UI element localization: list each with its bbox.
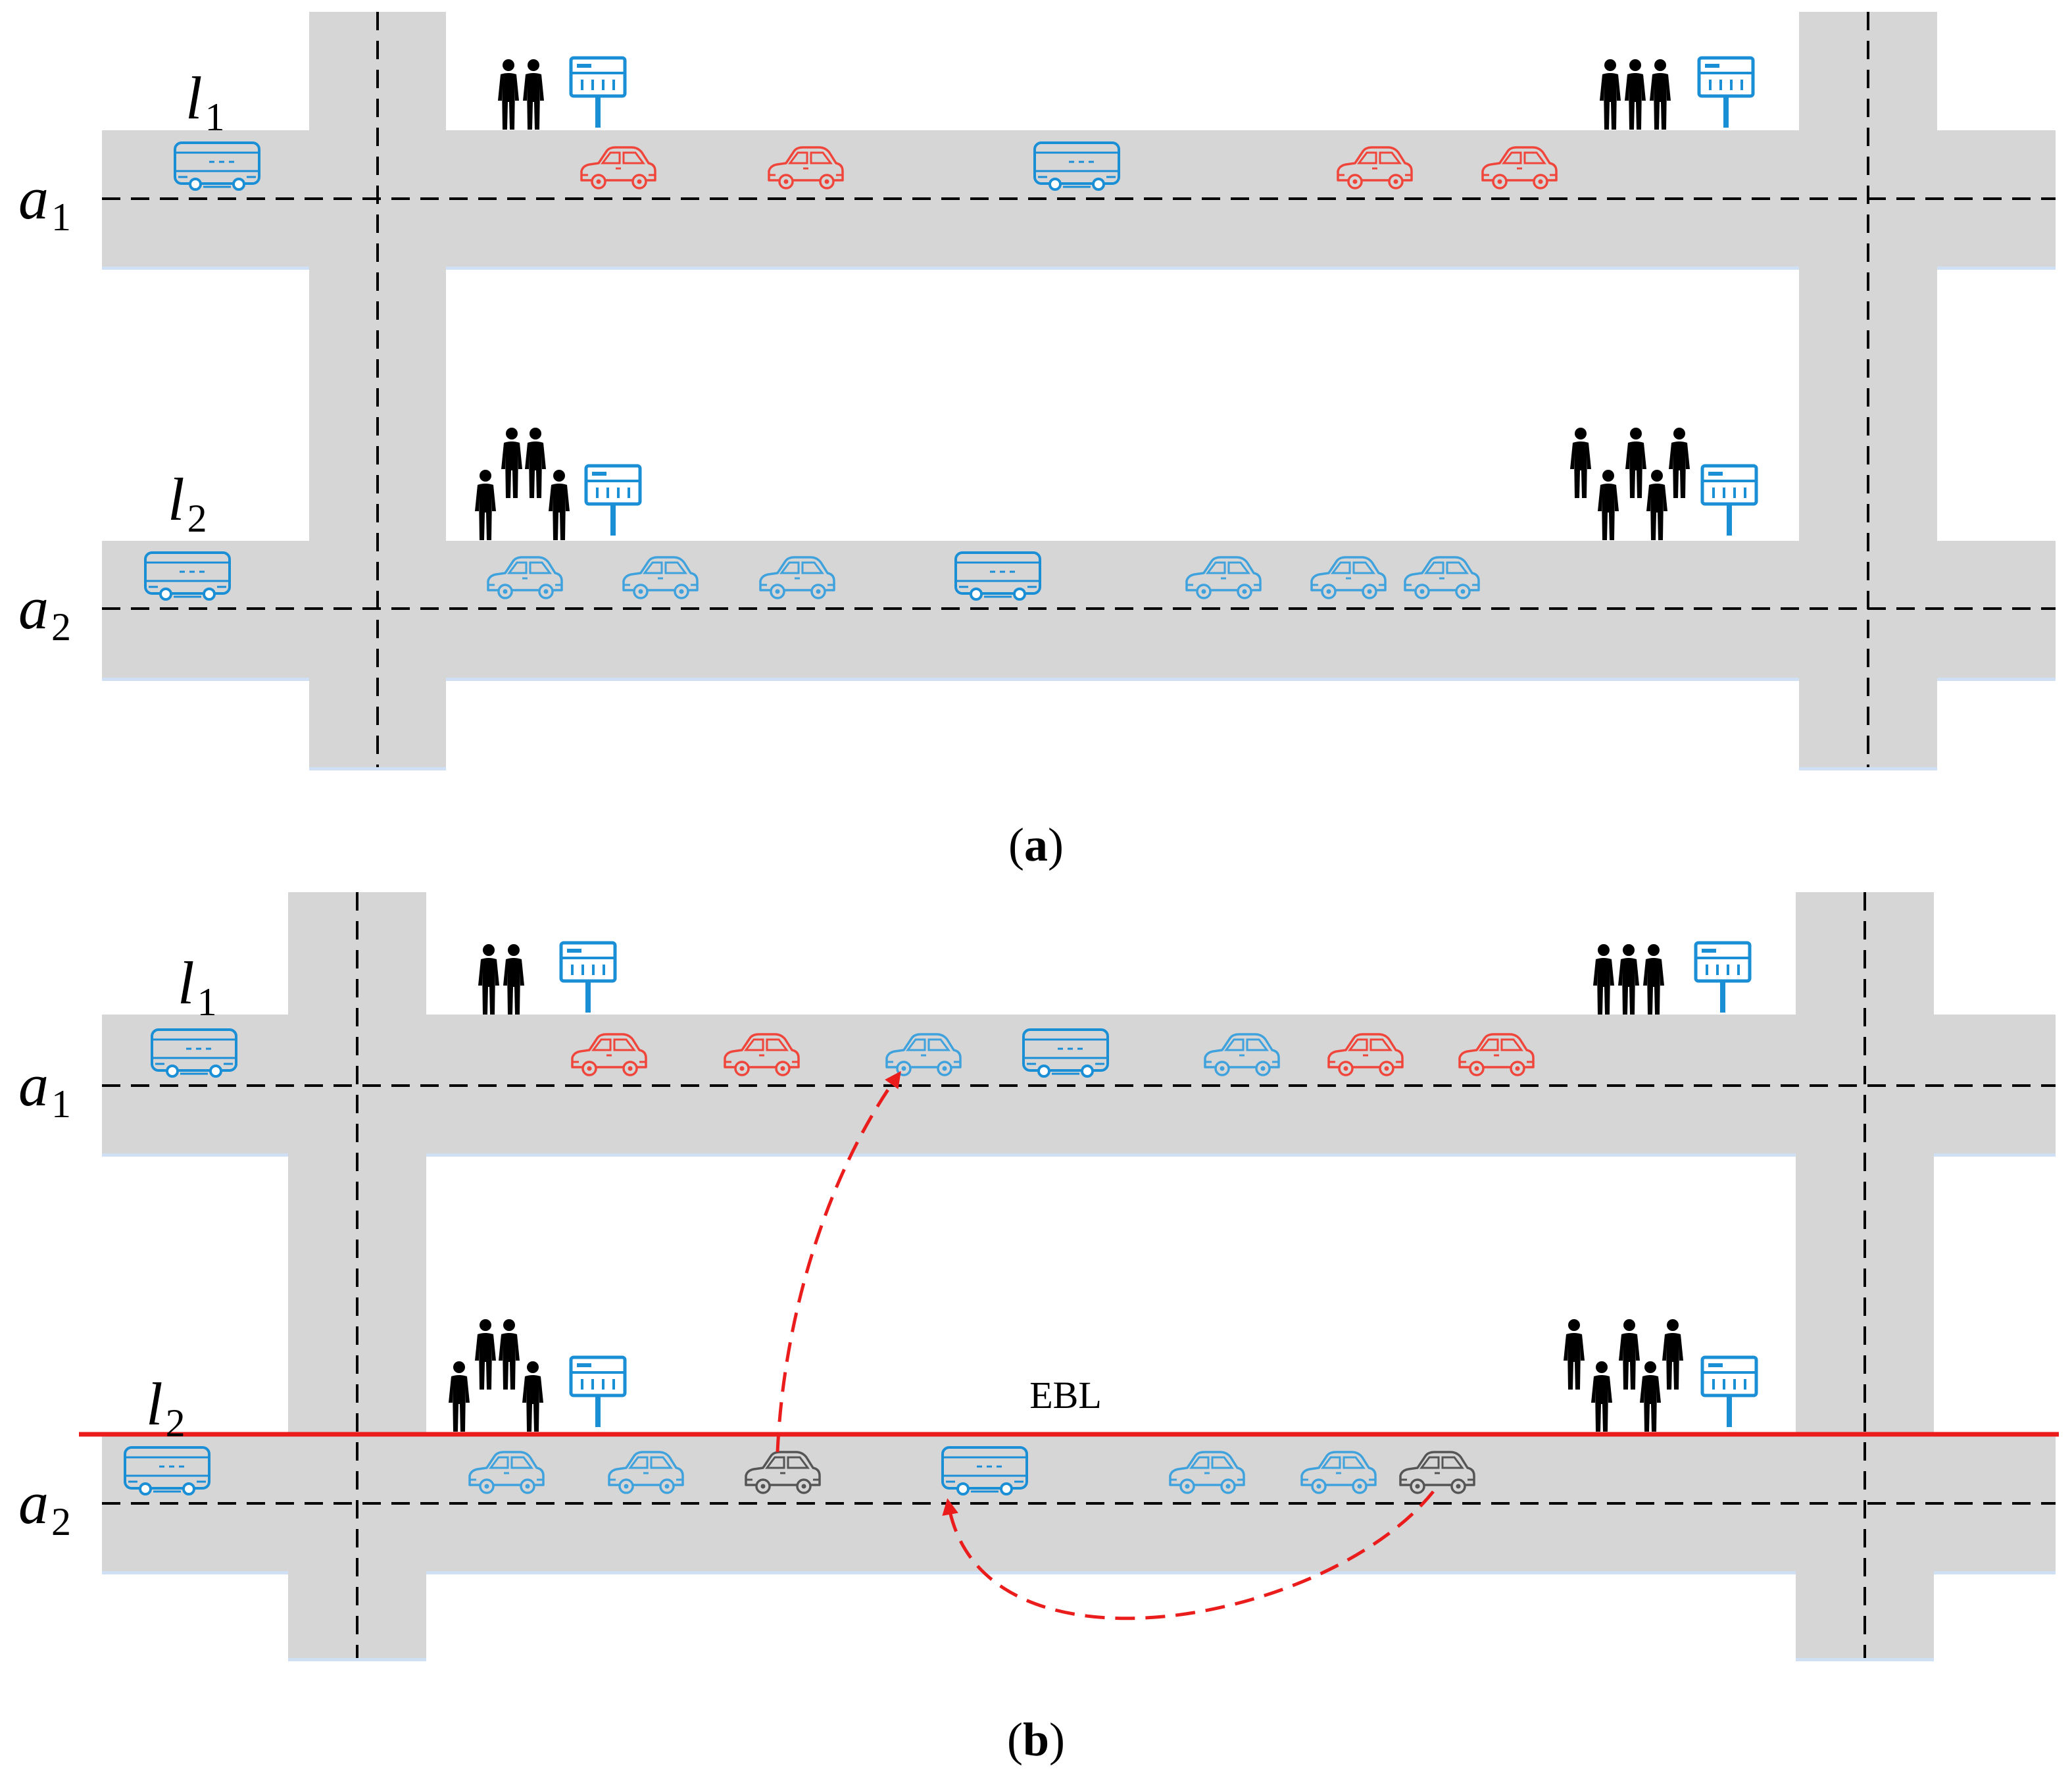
lane-l1: l1 a1 <box>18 943 1750 1126</box>
bus-stop-sign-icon <box>586 466 640 536</box>
road-lane-1 <box>102 1015 2056 1153</box>
road-edge <box>102 266 2056 270</box>
bus-stop-sign-icon <box>1699 58 1753 128</box>
lane-name-label: l1 <box>185 64 225 139</box>
bus-stop <box>449 1319 625 1432</box>
bus-stop <box>1593 943 1750 1015</box>
bus-stop-sign-icon <box>1696 943 1750 1013</box>
person-icon <box>1598 470 1619 540</box>
bus-stop <box>498 58 625 130</box>
arterial-label: a2 <box>18 574 71 649</box>
person-icon <box>501 428 522 498</box>
road-edge <box>1799 767 1937 770</box>
road-edge <box>102 1153 2056 1157</box>
person-icon <box>503 944 524 1015</box>
bus-stop <box>1570 428 1756 540</box>
bus-stop <box>1600 58 1753 130</box>
lane-l2: l2 a2 <box>18 1319 1756 1544</box>
person-icon <box>525 428 546 498</box>
lane-l2: l2 a2 <box>18 428 1756 649</box>
ebl-label: EBL <box>1029 1374 1102 1417</box>
person-icon <box>1564 1319 1585 1390</box>
transfer-arrow <box>776 1070 901 1453</box>
lane-l1: l1 a1 <box>18 58 1753 239</box>
bus-stop-sign-icon <box>561 943 615 1013</box>
panel-caption: (b) <box>1007 1713 1065 1766</box>
person-icon <box>1619 1319 1640 1390</box>
road-edge <box>102 1571 2056 1574</box>
person-icon <box>1643 944 1664 1015</box>
person-icon <box>1662 1319 1683 1390</box>
road-edge <box>309 767 446 770</box>
arterial-label: a1 <box>18 1051 71 1126</box>
person-icon <box>475 470 496 540</box>
person-icon <box>522 1361 543 1432</box>
lane-name-label: l2 <box>168 466 207 540</box>
person-icon <box>1646 470 1667 540</box>
bus-stop-sign-icon <box>571 58 625 128</box>
person-icon <box>1669 428 1690 498</box>
person-icon <box>1625 428 1646 498</box>
person-icon <box>499 1319 520 1390</box>
person-icon <box>449 1361 470 1432</box>
person-icon <box>1600 59 1621 130</box>
person-icon <box>1650 59 1671 130</box>
person-icon <box>475 1319 496 1390</box>
bus-stop-sign-icon <box>1702 466 1756 536</box>
arterial-label: a2 <box>18 1469 71 1544</box>
bus-stop <box>1564 1319 1756 1432</box>
bus-stop-sign-icon <box>571 1357 625 1427</box>
arterial-label: a1 <box>18 164 71 239</box>
panel-a: l1 a1 l2 a2 (a) <box>18 12 2056 871</box>
person-icon <box>1625 59 1646 130</box>
road-edge <box>102 678 2056 681</box>
lane-name-label: l1 <box>178 949 217 1024</box>
person-icon <box>523 59 544 130</box>
panel-b: EBL l1 a1 l2 a2 (b) <box>18 892 2059 1766</box>
panel-caption: (a) <box>1008 818 1064 871</box>
person-icon <box>1591 1361 1612 1432</box>
person-icon <box>1570 428 1591 498</box>
person-icon <box>549 470 570 540</box>
road-edge <box>288 1658 426 1661</box>
bus-stop <box>475 428 640 540</box>
road-edge <box>1796 1658 1934 1661</box>
person-icon <box>1618 944 1639 1015</box>
person-icon <box>1640 1361 1661 1432</box>
lane-name-label: l2 <box>146 1370 185 1445</box>
person-icon <box>498 59 519 130</box>
transfer-arrow <box>942 1490 1435 1620</box>
person-icon <box>1593 944 1614 1015</box>
bus-stop <box>478 943 615 1015</box>
bus-stop-sign-icon <box>1702 1357 1756 1427</box>
person-icon <box>478 944 499 1015</box>
